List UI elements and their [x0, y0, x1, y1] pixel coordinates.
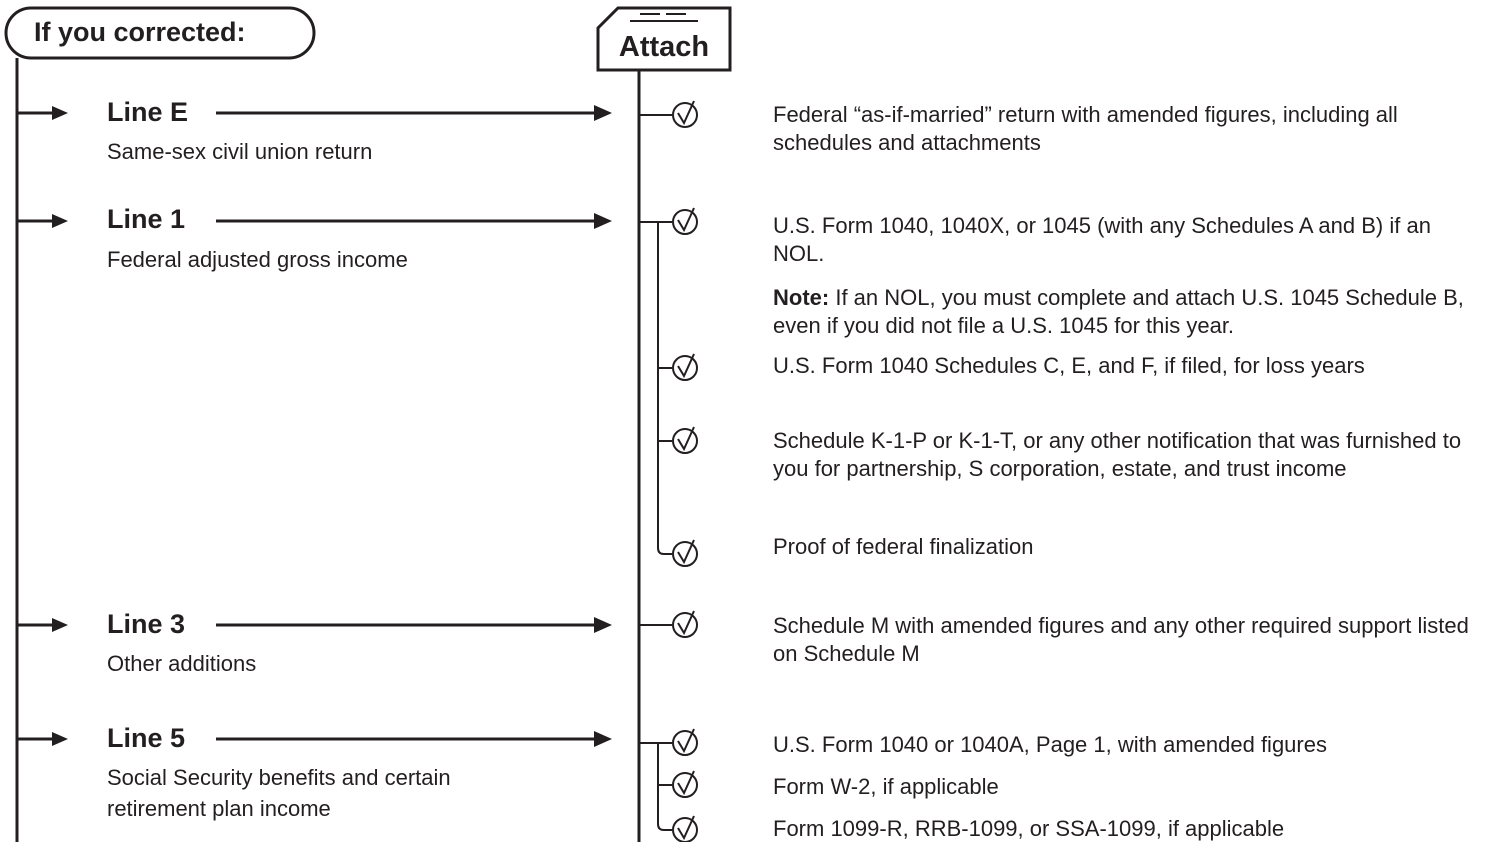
line-title: Line 3 — [107, 609, 186, 639]
check-circle-icon — [672, 539, 698, 567]
attachment-item: Federal “as-if-married” return with amen… — [773, 102, 1398, 155]
check-circle-icon — [672, 770, 698, 798]
check-circle-icon — [672, 207, 698, 235]
attachment-item: Form 1099-R, RRB-1099, or SSA-1099, if a… — [773, 816, 1285, 841]
attachment-item: Form W-2, if applicable — [773, 774, 999, 799]
attachment-item: U.S. Form 1040, 1040X, or 1045 (with any… — [773, 213, 1431, 266]
left-arrow-line-3 — [17, 618, 68, 632]
line-title: Line 1 — [107, 204, 186, 234]
header-pill — [4, 6, 316, 60]
left-arrow-line-e — [17, 106, 68, 120]
line-description: retirement plan income — [107, 796, 331, 821]
check-circle-icon — [672, 815, 698, 842]
check-circle-icon — [672, 610, 698, 638]
attachment-note: Note: If an NOL, you must complete and a… — [773, 284, 1488, 340]
connector-arrow-line-e — [216, 105, 612, 121]
line-description: Other additions — [107, 651, 257, 676]
attach-label: Attach — [618, 31, 710, 63]
attachment-item: Schedule M with amended figures and any … — [773, 613, 1469, 666]
check-circle-icon — [672, 728, 698, 756]
line-title: Line E — [107, 97, 189, 127]
branch-connectors — [639, 114, 672, 831]
line-description: Social Security benefits and certain — [107, 765, 451, 790]
left-arrow-line-1 — [17, 214, 68, 228]
attachment-item: U.S. Form 1040 Schedules C, E, and F, if… — [773, 353, 1365, 378]
attachment-item: U.S. Form 1040 or 1040A, Page 1, with am… — [773, 732, 1327, 757]
attachment-item: Schedule K-1-P or K-1-T, or any other no… — [773, 428, 1462, 481]
check-circle-icon — [672, 353, 698, 381]
attach-icon — [596, 6, 732, 72]
left-arrow-line-5 — [17, 732, 68, 746]
check-circle-icon — [672, 100, 698, 128]
note-label: Note: — [773, 285, 830, 310]
line-description: Federal adjusted gross income — [107, 247, 408, 272]
connector-arrow-line-3 — [216, 617, 612, 633]
line-description: Same-sex civil union return — [107, 139, 373, 164]
header-title: If you corrected: — [34, 17, 246, 47]
connector-arrow-line-5 — [216, 731, 612, 747]
note-text: If an NOL, you must complete and attach … — [773, 285, 1464, 338]
connector-arrow-line-1 — [216, 213, 612, 229]
line-title: Line 5 — [107, 723, 186, 753]
attachment-item: Proof of federal finalization — [773, 534, 1034, 559]
check-circle-icon — [672, 426, 698, 454]
